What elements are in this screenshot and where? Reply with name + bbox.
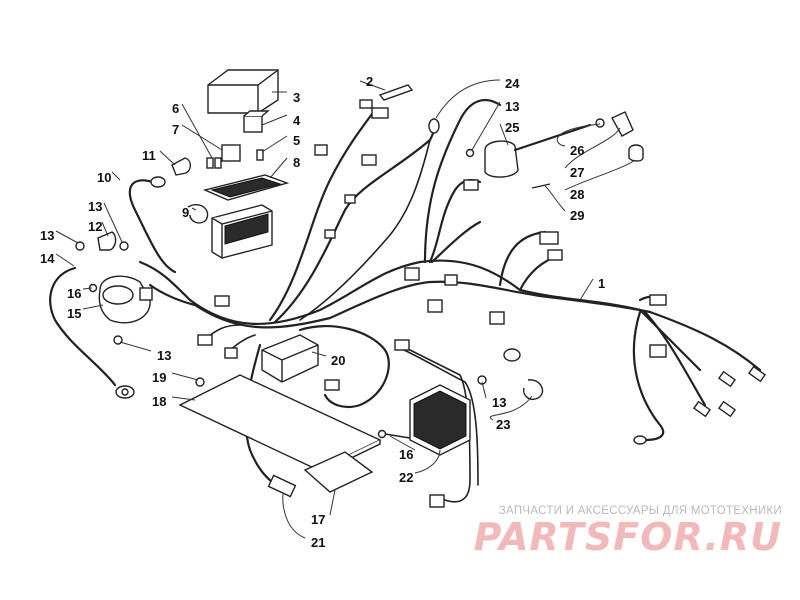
- boot-11: [171, 157, 192, 176]
- callout-c16b: 16: [399, 447, 413, 462]
- callout-c25: 25: [505, 120, 519, 135]
- boot-12: [97, 231, 117, 251]
- callout-c12: 12: [88, 219, 102, 234]
- connector-2: [378, 84, 414, 101]
- relay-4: [243, 110, 270, 133]
- voltage-regulator-22: [409, 384, 471, 456]
- nuts-13: [75, 148, 487, 385]
- ring-terminal-24: [428, 118, 440, 134]
- pad-17: [303, 451, 374, 493]
- callout-c23: 23: [496, 417, 510, 432]
- callout-c13e: 13: [492, 395, 506, 410]
- callout-c7: 7: [172, 122, 179, 137]
- main-harness-wires: [49, 98, 762, 503]
- ignition-coil-25: [484, 123, 592, 178]
- bolt-19: [195, 377, 205, 387]
- screw-16: [88, 283, 411, 439]
- callout-c29: 29: [570, 208, 584, 223]
- callout-c27: 27: [570, 165, 584, 180]
- harness-connectors: [197, 99, 767, 508]
- relay-7: [221, 144, 241, 162]
- clamp-9: [187, 203, 209, 224]
- clamp-23: [523, 379, 544, 400]
- fuse-5: [256, 149, 264, 161]
- fuse-label-sheet-8: [202, 174, 290, 201]
- battery-terminal-14: [115, 385, 135, 399]
- callout-c13b: 13: [40, 228, 54, 243]
- battery-terminal-10: [150, 176, 166, 188]
- fuse-box-cover-3: [207, 69, 279, 114]
- callout-c16a: 16: [67, 286, 81, 301]
- callout-c19: 19: [152, 370, 166, 385]
- callout-c26: 26: [570, 143, 584, 158]
- fuse-box-base: [211, 204, 273, 259]
- starter-solenoid-15: [98, 275, 153, 324]
- oxygen-sensor-21: [267, 474, 297, 498]
- callout-c18: 18: [152, 394, 166, 409]
- callout-c9: 9: [182, 205, 189, 220]
- spark-plug-cap-27: [595, 111, 634, 137]
- callout-c21: 21: [311, 535, 325, 550]
- callout-c2: 2: [366, 74, 373, 89]
- watermark: ЗАПЧАСТИ И АКСЕССУАРЫ ДЛЯ МОТОТЕХНИКИ PA…: [474, 505, 782, 557]
- callout-c3: 3: [293, 90, 300, 105]
- watermark-caption: ЗАПЧАСТИ И АКСЕССУАРЫ ДЛЯ МОТОТЕХНИКИ: [498, 505, 782, 517]
- callout-c24: 24: [505, 76, 520, 91]
- callout-c5: 5: [293, 133, 300, 148]
- callout-c4: 4: [293, 113, 301, 128]
- callout-c17: 17: [311, 512, 325, 527]
- callout-c10: 10: [97, 170, 111, 185]
- cdi-module-20: [261, 334, 319, 383]
- callout-c1: 1: [598, 276, 605, 291]
- callout-c11: 11: [142, 148, 156, 163]
- callout-c20: 20: [331, 353, 345, 368]
- callout-numbers: 1234567891011121313131313141516161718192…: [40, 74, 605, 550]
- watermark-logo: PARTSFOR.RU: [473, 515, 782, 559]
- callout-c13a: 13: [88, 199, 102, 214]
- fuse-6: [206, 157, 222, 169]
- callout-c13d: 13: [505, 99, 519, 114]
- callout-c28: 28: [570, 187, 584, 202]
- callout-c14: 14: [40, 251, 55, 266]
- screw-29: [531, 183, 551, 189]
- leader-lines: [55, 79, 636, 539]
- boot-28: [628, 144, 644, 162]
- callout-c8: 8: [293, 155, 300, 170]
- callout-c22: 22: [399, 470, 413, 485]
- callout-c6: 6: [172, 101, 179, 116]
- callout-c15: 15: [67, 306, 81, 321]
- callout-c13c: 13: [157, 348, 171, 363]
